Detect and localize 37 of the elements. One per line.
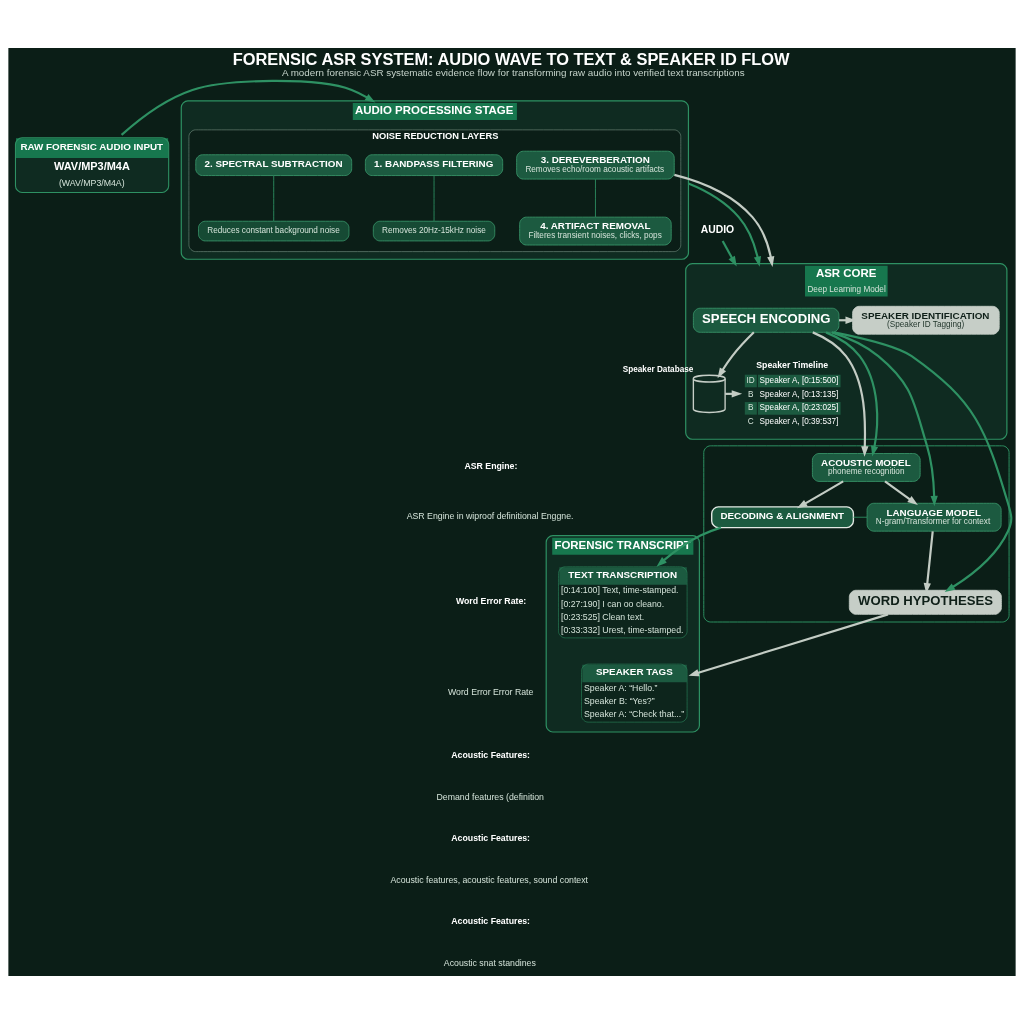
connector [595,178,596,218]
label: ASR Engine: [464,460,518,471]
connector [433,175,435,222]
connector [273,175,275,222]
label: Acoustic Features: [451,749,531,760]
arrow [717,331,755,379]
label: Word Error Rate: [455,595,527,606]
arrow [825,331,879,457]
node-box: 1. BANDPASS FILTERING [364,154,504,176]
arrow [884,480,918,506]
arrow [120,79,376,136]
arrow [796,480,844,509]
arrow [812,331,869,457]
label: Demand features (definition [436,791,544,802]
label: Acoustic Features: [451,832,531,843]
diagram-title: FORENSIC ASR SYSTEM: AUDIO WAVE TO TEXT & SPEAKER ID FLOW [232,49,790,68]
label: Acoustic features, acoustic features, sound context [390,874,589,885]
node-box: 2. SPECTRAL SUBTRACTION [195,154,353,176]
node-box: SPEECH ENCODING [692,307,840,333]
arrow [721,240,737,267]
arrow [833,331,1013,592]
arrow [656,526,722,567]
arrow [688,182,762,267]
connector [853,516,868,518]
label: Acoustic Features: [451,915,531,926]
node-box: WORD HYPOTHESES [848,589,1002,615]
arrow [923,531,934,594]
node-box: DECODING & ALIGNMENT [711,506,855,529]
arrow [674,173,775,267]
label: ASR Engine in wiproof definitional Enggne. [406,511,574,522]
arrow [831,331,938,507]
caption: A modern forensic ASR systematic evidence flow for transforming raw audio into verified text transcriptions [281,67,745,79]
node-text: AUDIO [700,224,735,236]
arrow [688,613,889,677]
label: Acoustic snat standines [443,958,536,969]
label: Word Error Error Rate [447,687,534,698]
node-label: Speaker Timeline [756,360,829,371]
